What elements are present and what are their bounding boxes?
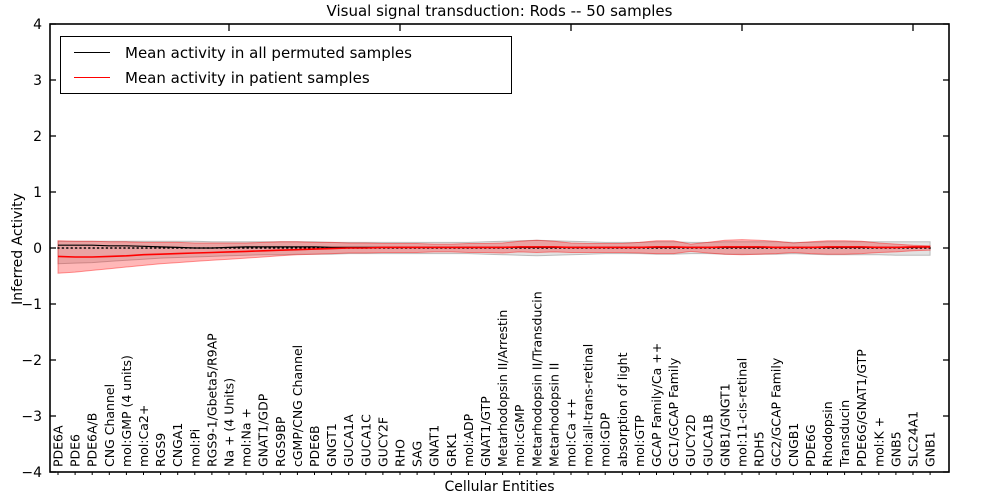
- x-category-label: mol:Ca2+: [136, 405, 151, 467]
- y-tick-label: −2: [21, 353, 42, 369]
- x-category-label: mol:Na +: [239, 408, 254, 467]
- x-category-label: GUCA1B: [700, 414, 715, 467]
- x-category-label: mol:K +: [871, 417, 886, 467]
- x-category-label: Rhodopsin: [820, 401, 835, 467]
- x-category-label: mol:ADP: [461, 413, 476, 467]
- legend-line-sample-black: [74, 52, 110, 53]
- x-category-label: GCAP Family/Ca ++: [649, 343, 664, 467]
- x-category-label: mol:Ca ++: [564, 398, 579, 467]
- x-category-label: GUCA1C: [358, 414, 373, 467]
- x-category-label: RGS9BP: [273, 416, 288, 467]
- x-category-label: GUCY2F: [375, 417, 390, 467]
- x-category-label: mol:cGMP: [512, 404, 527, 467]
- x-category-label: GNAT1/GTP: [478, 396, 493, 467]
- legend-item-patient: Mean activity in patient samples: [61, 66, 511, 90]
- y-axis-label: Inferred Activity: [10, 193, 26, 305]
- permuted-band: [57, 239, 931, 265]
- x-category-label: GNB5: [888, 431, 903, 467]
- patient-mean-line: [57, 246, 931, 258]
- x-category-label: RHO: [393, 439, 408, 467]
- legend: Mean activity in all permuted samples Me…: [60, 36, 512, 94]
- legend-label: Mean activity in patient samples: [125, 68, 370, 87]
- x-category-label: PDE6: [68, 434, 83, 467]
- x-category-label: SAG: [410, 441, 425, 467]
- patient-band: [57, 239, 931, 274]
- x-category-label: CNG Channel: [102, 384, 117, 467]
- x-category-label: Na + (4 Units): [222, 378, 237, 467]
- x-category-label: cGMP/CNG Channel: [290, 345, 305, 467]
- x-category-label: GC2/GCAP Family: [769, 357, 784, 467]
- x-category-label: GUCA1A: [341, 414, 356, 467]
- chart-title: Visual signal transduction: Rods -- 50 s…: [326, 2, 673, 20]
- x-category-label: mol:GMP (4 units): [119, 355, 134, 467]
- x-category-label: Metarhodopsin II/Arrestin: [495, 310, 510, 467]
- x-category-label: PDE6A/B: [85, 413, 100, 467]
- x-category-label: GRK1: [444, 432, 459, 467]
- x-category-label: GUCY2D: [683, 414, 698, 467]
- x-category-label: RDH5: [752, 431, 767, 467]
- x-category-label: mol:GTP: [632, 415, 647, 467]
- x-category-label: GNAT1/GDP: [256, 393, 271, 467]
- x-category-label: PDE6G: [803, 424, 818, 467]
- x-category-label: GC1/GCAP Family: [666, 357, 681, 467]
- x-category-label: CNGA1: [170, 423, 185, 467]
- x-category-label: PDE6A: [51, 425, 66, 467]
- x-category-label: PDE6B: [307, 425, 322, 467]
- legend-label: Mean activity in all permuted samples: [125, 43, 412, 62]
- legend-line-sample-red: [74, 77, 110, 78]
- y-tick-label: −1: [21, 297, 42, 313]
- x-category-label: absorption of light: [615, 352, 630, 467]
- x-axis-label: Cellular Entities: [444, 479, 555, 495]
- legend-item-permuted: Mean activity in all permuted samples: [61, 41, 511, 65]
- y-tick-label: 0: [33, 241, 42, 257]
- x-category-label: GNB1/GNGT1: [717, 383, 732, 467]
- y-tick-label: 2: [33, 129, 42, 145]
- y-tick-label: −4: [21, 465, 42, 481]
- x-category-label: CNGB1: [786, 423, 801, 467]
- x-category-label: Metarhodopsin II/Transducin: [529, 291, 544, 467]
- x-category-label: Transducin: [837, 400, 852, 468]
- x-category-label: SLC24A1: [906, 411, 921, 467]
- y-tick-label: 1: [33, 185, 42, 201]
- y-tick-label: 4: [33, 17, 42, 33]
- y-tick-label: −3: [21, 409, 42, 425]
- x-category-label: PDE6G/GNAT1/GTP: [854, 349, 869, 467]
- x-category-label: Metarhodopsin II: [546, 363, 561, 467]
- x-category-label: GNB1: [923, 431, 938, 467]
- x-category-label: RGS9-1/Gbeta5/R9AP: [204, 333, 219, 467]
- x-category-label: GNGT1: [324, 423, 339, 467]
- x-category-label: mol:Pi: [187, 429, 202, 467]
- x-category-label: mol:GDP: [598, 412, 613, 467]
- y-tick-label: 3: [33, 73, 42, 89]
- x-category-label: mol:all-trans-retinal: [581, 344, 596, 467]
- x-category-label: RGS9: [153, 433, 168, 467]
- x-category-label: GNAT1: [427, 425, 442, 467]
- x-category-label: mol:11-cis-retinal: [735, 358, 750, 467]
